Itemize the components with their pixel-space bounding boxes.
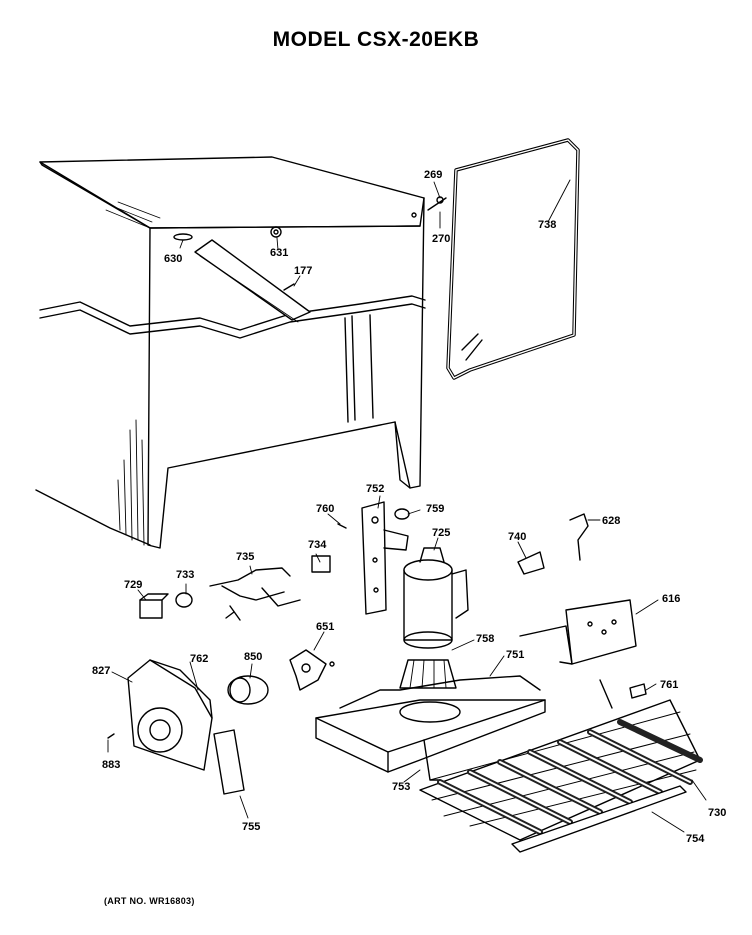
part-label: 735	[236, 551, 254, 563]
part-label: 630	[164, 253, 182, 265]
part-label: 755	[242, 821, 260, 833]
compressor	[399, 547, 469, 689]
part-label: 760	[316, 503, 334, 515]
part-label: 729	[124, 579, 142, 591]
part-label: 628	[602, 515, 620, 527]
part-label: 725	[432, 527, 450, 539]
part-label: 759	[426, 503, 444, 515]
part-label: 734	[308, 539, 327, 551]
small-parts	[139, 513, 647, 699]
part-label: 827	[92, 665, 110, 677]
part-label: 733	[176, 569, 194, 581]
part-label: 269	[424, 169, 442, 181]
part-label: 758	[476, 633, 494, 645]
part-label: 631	[270, 247, 288, 259]
hinge-bracket	[337, 501, 410, 615]
condenser-coil	[419, 679, 703, 853]
part-label: 177	[294, 265, 312, 277]
cabinet	[35, 156, 426, 549]
page-title: MODEL CSX-20EKB	[272, 28, 480, 51]
fan-shroud	[107, 659, 245, 795]
part-label: 753	[392, 781, 410, 793]
part-label: 730	[708, 807, 726, 819]
base-pan	[315, 675, 546, 781]
part-label: 762	[190, 653, 208, 665]
part-label: 761	[660, 679, 678, 691]
part-label: 754	[686, 833, 705, 845]
fan-motor	[227, 649, 335, 705]
part-label: 752	[366, 483, 384, 495]
part-label: 616	[662, 593, 680, 605]
part-label: 738	[538, 219, 556, 231]
part-label: 883	[102, 759, 120, 771]
control-board	[519, 599, 637, 665]
part-label: 651	[316, 621, 334, 633]
part-label: 850	[244, 651, 262, 663]
door-gasket	[427, 138, 580, 380]
art-number: (ART NO. WR16803)	[104, 896, 195, 906]
part-label: 270	[432, 233, 450, 245]
part-label: 740	[508, 531, 526, 543]
callout-leaders	[107, 179, 707, 833]
part-label: 751	[506, 649, 524, 661]
